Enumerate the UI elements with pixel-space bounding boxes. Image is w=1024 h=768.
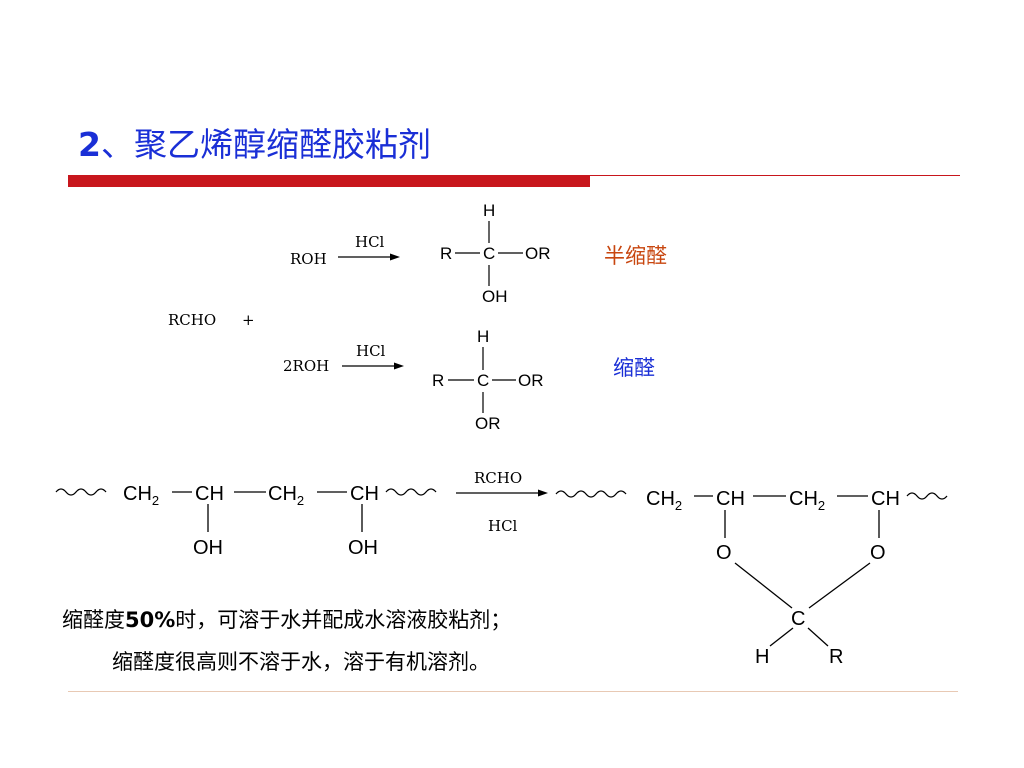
acetal-or-bottom: OR [475,414,501,433]
pvb-ch-2: CH [871,488,900,510]
pva-structure: CH2 CH CH2 CH OH OH [55,483,437,559]
roh-label: ROH [290,250,327,268]
note-line-1-suffix: 时，可溶于水并配成水溶液胶粘剂； [175,608,512,632]
wavy-bond-right [385,488,437,496]
wavy-bond-left-product [555,490,627,498]
ring-oxygen-right: O [870,542,886,564]
hemiacetal-name: 半缩醛 [604,244,667,268]
acetal-c: C [477,371,489,390]
pvb-structure: CH2 CH CH2 CH O O C H R [555,488,948,668]
footer-line [68,691,958,692]
wavy-bond-right-product [906,492,948,500]
title-text: 、聚乙烯醇缩醛胶粘剂 [100,125,431,164]
acetal-h: H [477,327,489,346]
reagent-hcl: HCl [488,517,518,535]
note-line-1-prefix: 缩醛度 [62,608,125,632]
note-line-1: 缩醛度50%时，可溶于水并配成水溶液胶粘剂； [62,604,511,634]
hemiacetal-r: R [440,244,452,263]
pva-oh-2: OH [348,537,378,559]
pva-ch-1: CH [195,483,224,505]
ring-carbon: C [791,608,805,630]
plus-sign: + [242,311,255,329]
acetal-name: 缩醛 [613,356,655,380]
pvb-ch-1: CH [716,488,745,510]
pvb-ch2-1: CH2 [646,488,682,513]
catalyst-hcl-lower: HCl [356,342,386,360]
reaction-arrow-lower [342,362,404,370]
reaction-arrow-upper [338,253,400,261]
reagent-rcho: RCHO [474,469,522,487]
hemiacetal-c: C [483,244,495,263]
hemiacetal-or: OR [525,244,551,263]
pva-ch-2: CH [350,483,379,505]
pvb-ch2-2: CH2 [789,488,825,513]
hemiacetal-h: H [483,201,495,220]
pva-ch2-1: CH2 [123,483,159,508]
catalyst-hcl-upper: HCl [355,233,385,251]
rcho-label: RCHO [168,311,216,329]
pva-oh-1: OH [193,537,223,559]
acetalization-percent: 50% [125,608,176,632]
hemiacetal-structure: H R C OR OH [440,201,551,306]
pva-ch2-2: CH2 [268,483,304,508]
title-number: 2 [78,125,101,164]
reaction-arrow-main [456,489,548,497]
slide-title: 2、聚乙烯醇缩醛胶粘剂 [78,118,431,166]
title-underline-bar [68,175,590,187]
ring-hydrogen: H [755,646,769,668]
title-underline-line [590,175,960,176]
hemiacetal-oh: OH [482,287,508,306]
note-line-2: 缩醛度很高则不溶于水，溶于有机溶剂。 [112,650,490,674]
ring-oxygen-left: O [716,542,732,564]
wavy-bond-left [55,488,107,496]
ring-r-group: R [829,646,843,668]
acetal-or-right: OR [518,371,544,390]
acetal-r: R [432,371,444,390]
two-roh-label: 2ROH [283,357,329,375]
acetal-structure: H R C OR OR [432,327,544,433]
